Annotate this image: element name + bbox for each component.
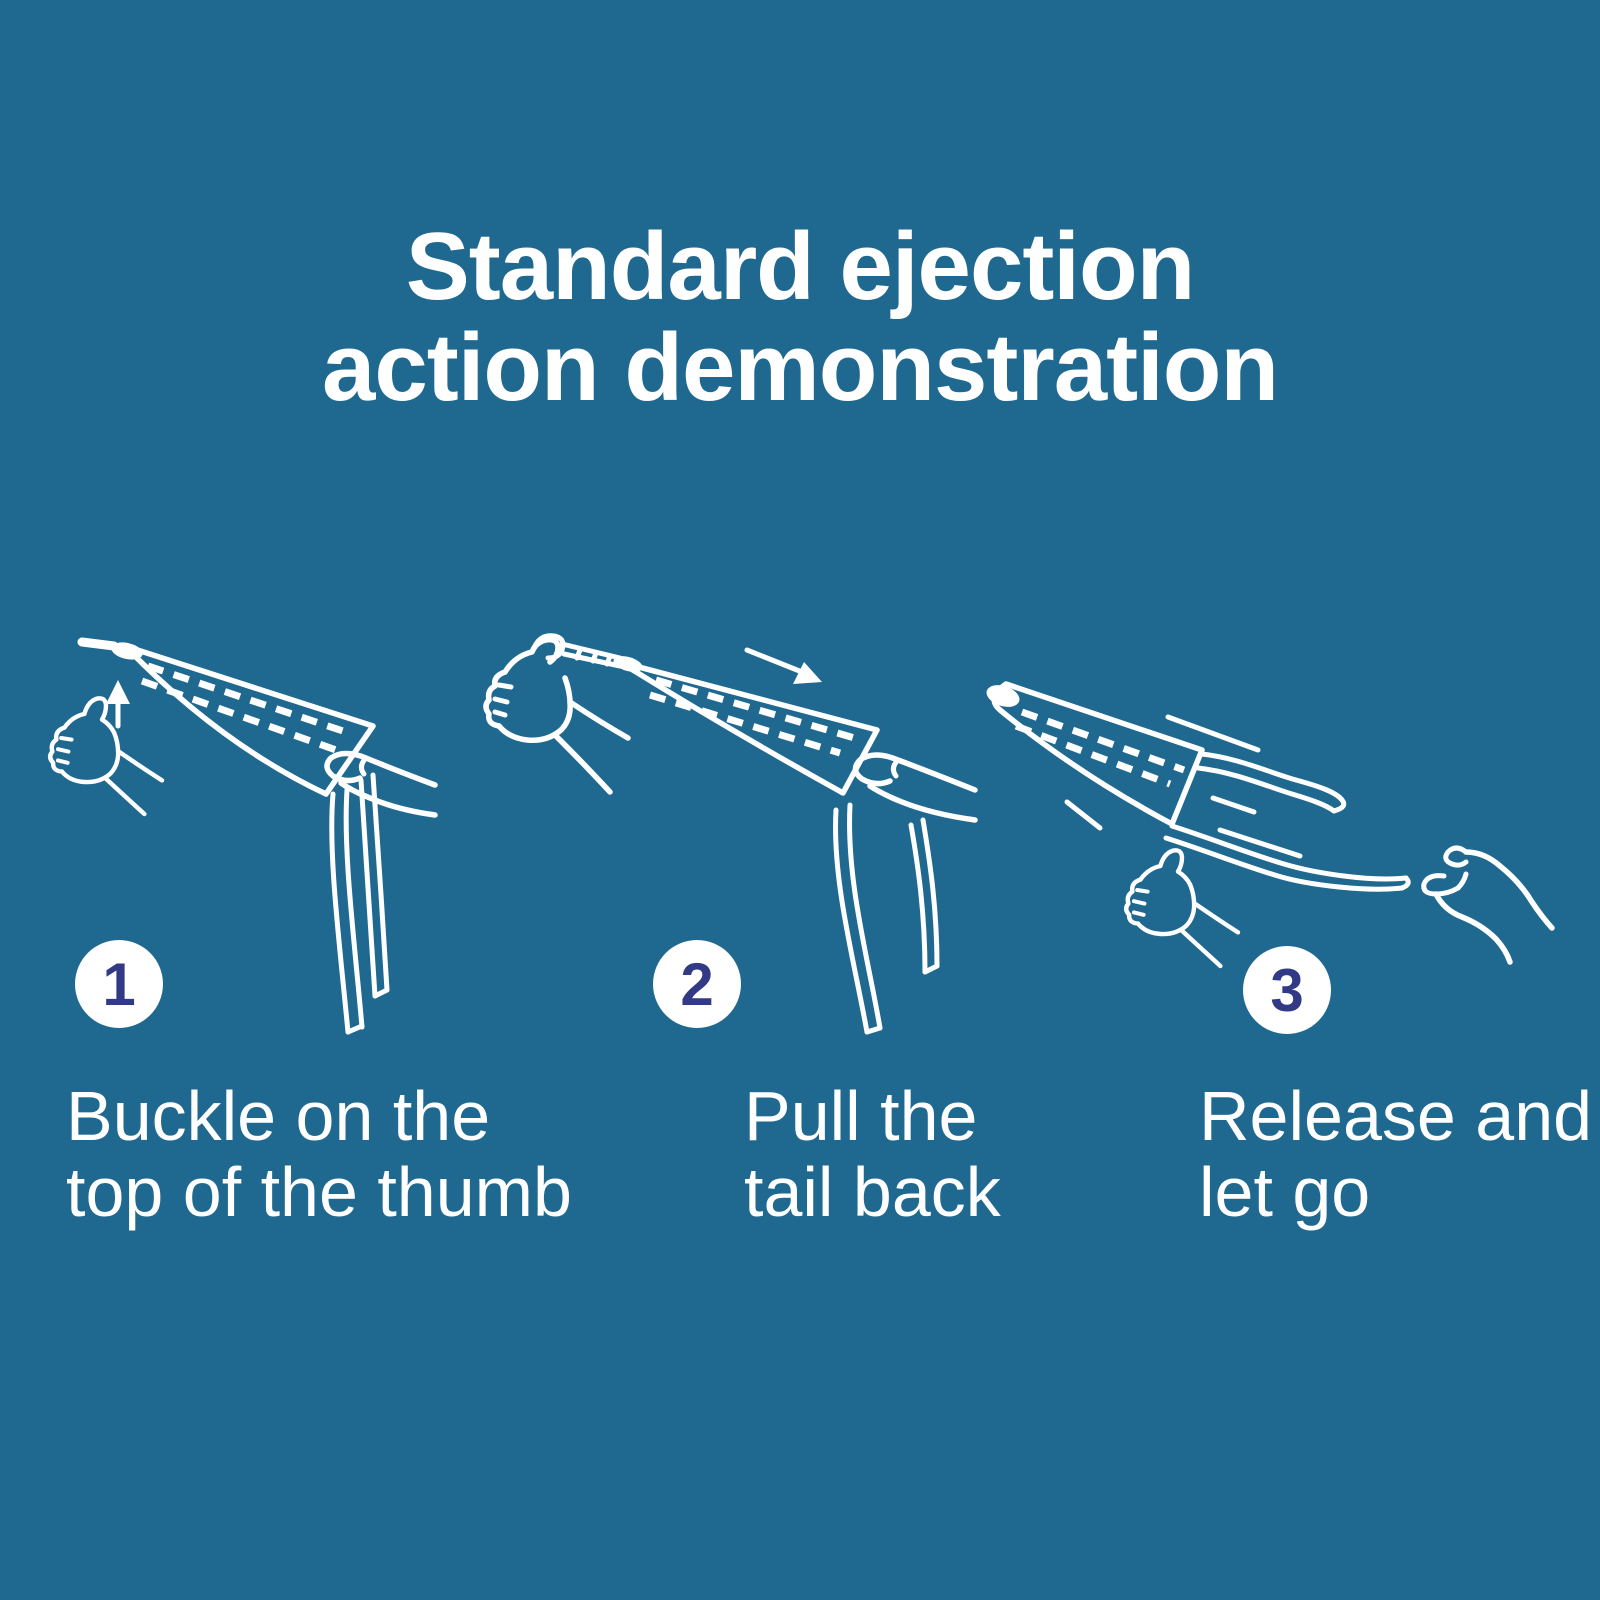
step2-caption-line1: Pull the <box>744 1077 978 1155</box>
step1-caption-line1: Buckle on the <box>66 1077 491 1155</box>
step2-caption-line2: tail back <box>744 1153 1001 1231</box>
speed-lines-icon <box>1064 714 1303 859</box>
grab-hand-icon <box>324 750 438 818</box>
step3-number: 3 <box>1270 956 1304 1024</box>
rocket-icon <box>77 637 376 797</box>
step2-number-badge: 2 <box>653 940 741 1028</box>
step1-caption-line2: top of the thumb <box>66 1153 572 1231</box>
tail-straps-icon <box>329 772 390 1035</box>
stretched-band-icon <box>559 641 623 669</box>
step1-number-badge: 1 <box>75 940 163 1028</box>
step2-number: 2 <box>680 950 714 1018</box>
pull-direction-arrow-icon <box>744 647 822 684</box>
page-title-line1: Standard ejection <box>405 213 1196 320</box>
step1-caption: Buckle on the top of the thumb <box>66 1078 572 1230</box>
step3-caption: Release and let go <box>1199 1078 1592 1230</box>
tail-straps-icon <box>1163 751 1411 892</box>
rocket-icon <box>986 681 1205 827</box>
grip-fist-hand-icon <box>483 633 631 795</box>
rocket-icon <box>613 656 880 796</box>
step1-number: 1 <box>102 950 136 1018</box>
step3-illustration <box>970 630 1595 980</box>
up-arrow-icon <box>106 680 130 729</box>
pulling-hand-icon <box>852 752 978 823</box>
step2-caption: Pull the tail back <box>744 1078 1001 1230</box>
thumbs-up-hand-icon <box>1126 850 1238 966</box>
step1-illustration <box>30 608 470 1053</box>
step3-number-badge: 3 <box>1243 946 1331 1034</box>
page-title: Standard ejection action demonstration <box>0 216 1600 418</box>
thumbs-up-hand-icon <box>50 698 162 814</box>
step2-illustration <box>470 600 985 1050</box>
tail-straps-icon <box>833 802 940 1035</box>
page-title-line2: action demonstration <box>321 314 1279 421</box>
step3-caption-line1: Release and <box>1199 1077 1593 1155</box>
step3-caption-line2: let go <box>1199 1153 1371 1231</box>
open-release-hand-icon <box>1421 845 1555 965</box>
